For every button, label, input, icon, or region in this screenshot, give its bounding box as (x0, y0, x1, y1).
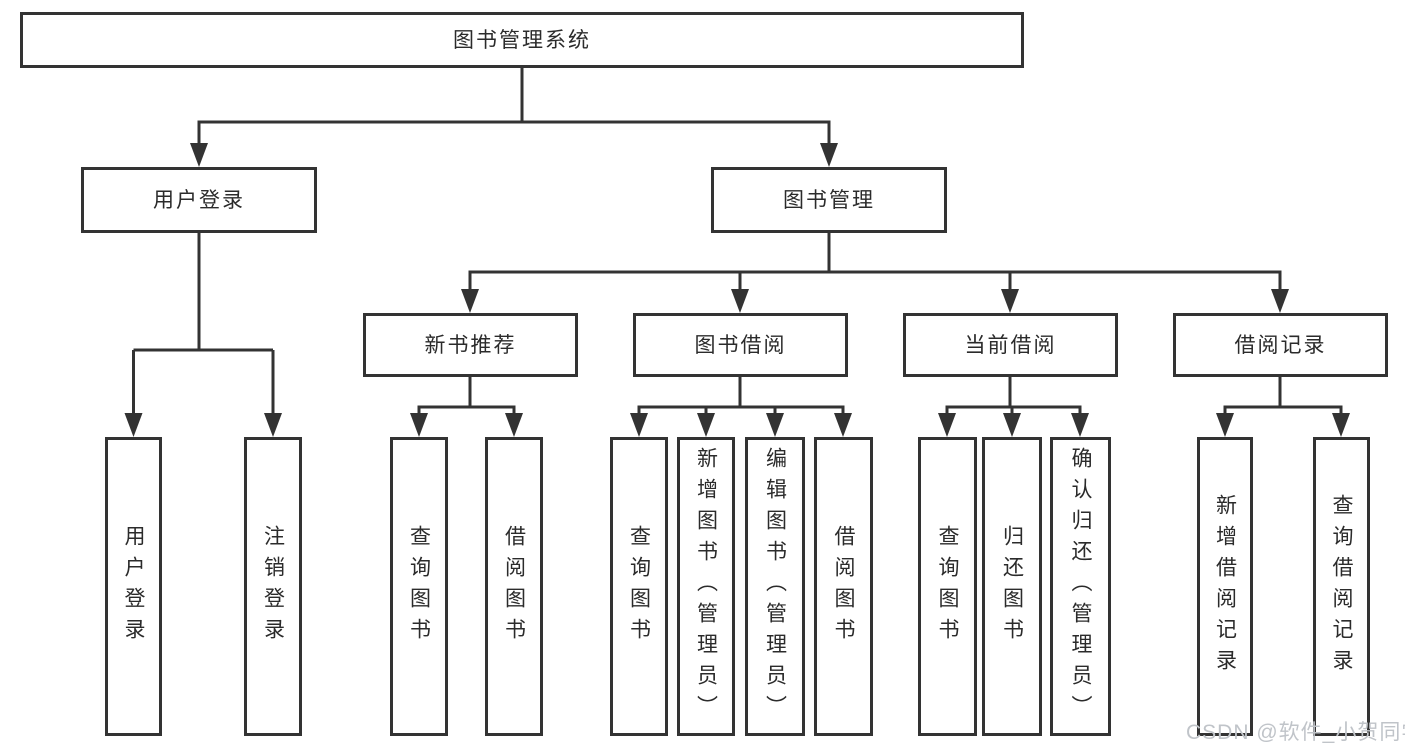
leaf-borrow-books-recommend-label: 借阅图书 (502, 524, 526, 649)
node-borrowing-records: 借阅记录 (1173, 313, 1388, 377)
leaf-confirm-return-admin: 确认归还（管理员） (1050, 437, 1111, 736)
leaf-add-borrow-record: 新增借阅记录 (1197, 437, 1253, 736)
node-book-borrowing: 图书借阅 (633, 313, 848, 377)
leaf-user-login: 用户登录 (105, 437, 162, 736)
leaf-edit-books-admin: 编辑图书（管理员） (745, 437, 805, 736)
leaf-query-books-current: 查询图书 (918, 437, 977, 736)
tree-edges (132, 68, 1343, 420)
leaf-query-borrow-record-label: 查询借阅记录 (1330, 493, 1353, 680)
leaf-query-books-current-label: 查询图书 (936, 524, 959, 649)
leaf-query-books-borrowing-label: 查询图书 (627, 524, 651, 649)
leaf-borrow-books-borrowing-label: 借阅图书 (832, 524, 855, 649)
leaf-logout: 注销登录 (244, 437, 302, 736)
node-book-management-label: 图书管理 (783, 188, 875, 212)
node-current-borrowing-label: 当前借阅 (964, 333, 1057, 357)
leaf-query-borrow-record: 查询借阅记录 (1313, 437, 1370, 736)
leaf-borrow-books-recommend: 借阅图书 (485, 437, 543, 736)
node-book-management: 图书管理 (711, 167, 947, 233)
leaf-confirm-return-admin-label: 确认归还（管理员） (1069, 447, 1092, 726)
node-new-book-recommend: 新书推荐 (363, 313, 578, 377)
leaf-return-books: 归还图书 (982, 437, 1042, 736)
leaf-user-login-label: 用户登录 (122, 524, 145, 649)
leaf-query-books-recommend-label: 查询图书 (407, 524, 431, 649)
leaf-query-books-recommend: 查询图书 (390, 437, 448, 736)
node-root-system: 图书管理系统 (20, 12, 1024, 68)
csdn-watermark: CSDN @软件_小贺同学 (1186, 721, 1405, 744)
node-user-login-label: 用户登录 (153, 188, 245, 212)
leaf-borrow-books-borrowing: 借阅图书 (814, 437, 873, 736)
leaf-add-books-admin: 新增图书（管理员） (677, 437, 735, 736)
leaf-logout-label: 注销登录 (261, 524, 285, 649)
arrowhead-icons (124, 143, 1350, 437)
node-current-borrowing: 当前借阅 (903, 313, 1118, 377)
node-new-book-recommend-label: 新书推荐 (424, 333, 517, 357)
leaf-add-borrow-record-label: 新增借阅记录 (1213, 493, 1237, 680)
node-book-borrowing-label: 图书借阅 (694, 333, 787, 357)
node-user-login: 用户登录 (81, 167, 317, 233)
node-root-label: 图书管理系统 (453, 28, 591, 52)
leaf-query-books-borrowing: 查询图书 (610, 437, 668, 736)
leaf-add-books-admin-label: 新增图书（管理员） (694, 447, 718, 726)
node-borrowing-records-label: 借阅记录 (1234, 333, 1327, 357)
leaf-edit-books-admin-label: 编辑图书（管理员） (763, 447, 787, 726)
leaf-return-books-label: 归还图书 (1000, 524, 1024, 649)
